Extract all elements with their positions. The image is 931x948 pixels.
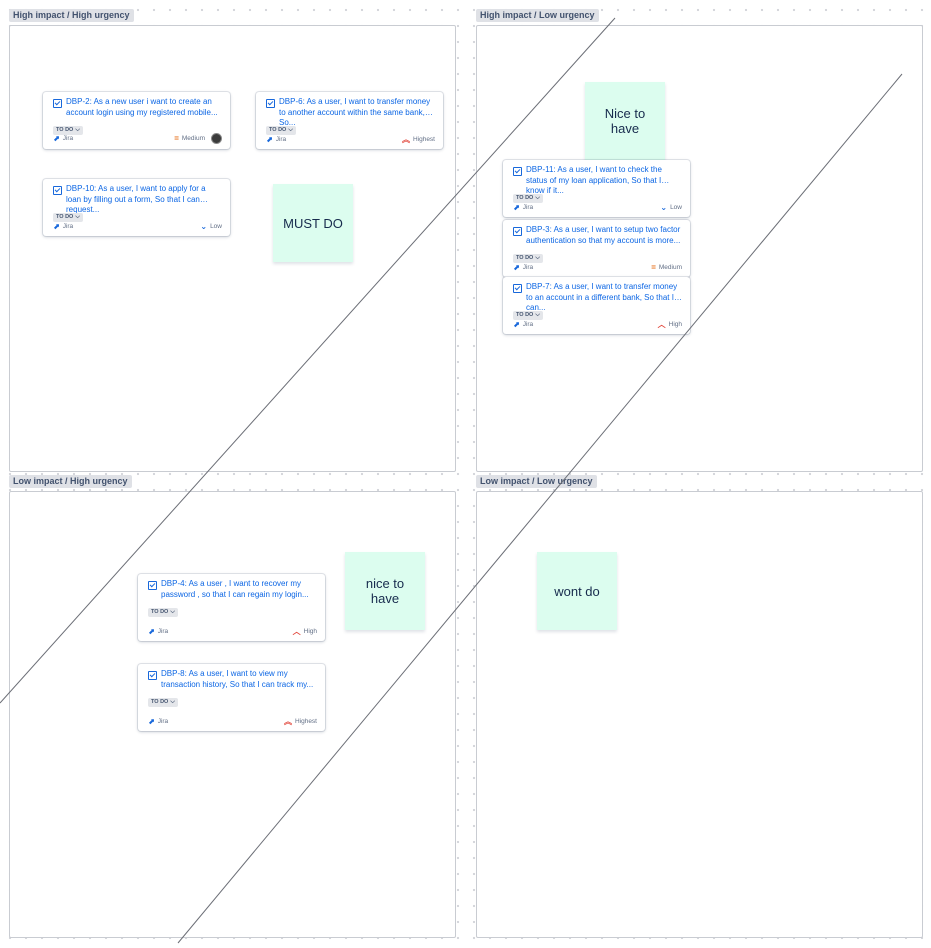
sticky-note[interactable]: Nice to have — [585, 82, 665, 160]
jira-icon: ⬈ — [53, 221, 60, 231]
source-label: Jira — [522, 204, 534, 211]
highest-priority-icon: ︽ — [401, 134, 410, 144]
priority-label: Highest — [412, 136, 435, 143]
card-title[interactable]: DBP-3: As a user, I want to setup two fa… — [526, 225, 681, 245]
chevron-down-icon: ⌵ — [75, 214, 80, 220]
high-priority-icon: ︿ — [292, 626, 301, 636]
source-label: Jira — [62, 223, 74, 230]
jira-icon: ⬈ — [513, 202, 520, 212]
story-checkbox-icon — [148, 671, 157, 680]
jira-card[interactable]: DBP-2: As a new user i want to create an… — [43, 92, 230, 149]
source-label: Jira — [157, 628, 169, 635]
status-dropdown[interactable]: TO DO⌵ — [513, 311, 543, 320]
card-title[interactable]: DBP-2: As a new user i want to create an… — [66, 97, 218, 117]
status-dropdown[interactable]: TO DO⌵ — [148, 608, 178, 617]
medium-priority-icon: = — [651, 262, 656, 272]
highest-priority-icon: ︽ — [283, 716, 292, 726]
status-dropdown[interactable]: TO DO⌵ — [513, 254, 543, 263]
priority-label: Highest — [294, 718, 317, 725]
sticky-note[interactable]: MUST DO — [273, 184, 353, 262]
medium-priority-icon: = — [174, 133, 179, 143]
priority-label: Medium — [658, 264, 682, 271]
avatar[interactable] — [211, 133, 222, 144]
source-label: Jira — [275, 136, 287, 143]
chevron-down-icon: ⌵ — [535, 255, 540, 261]
jira-icon: ⬈ — [148, 716, 155, 726]
low-priority-icon: ⌄ — [200, 221, 208, 231]
jira-card[interactable]: DBP-4: As a user , I want to recover my … — [138, 574, 325, 641]
chevron-down-icon: ⌵ — [535, 312, 540, 318]
status-dropdown[interactable]: TO DO⌵ — [53, 213, 83, 222]
source-label: Jira — [62, 135, 74, 142]
card-title[interactable]: DBP-11: As a user, I want to check the s… — [526, 165, 662, 195]
source-label: Jira — [157, 718, 169, 725]
card-title[interactable]: DBP-7: As a user, I want to transfer mon… — [526, 282, 678, 312]
status-label: TO DO — [516, 255, 534, 261]
jira-icon: ⬈ — [148, 626, 155, 636]
chevron-down-icon: ⌵ — [288, 127, 293, 133]
card-title[interactable]: DBP-4: As a user , I want to recover my … — [161, 579, 309, 599]
frame-label[interactable]: Low impact / High urgency — [9, 475, 132, 488]
story-checkbox-icon — [53, 99, 62, 108]
story-checkbox-icon — [513, 284, 522, 293]
priority-label: Medium — [181, 135, 205, 142]
jira-card[interactable]: DBP-11: As a user, I want to check the s… — [503, 160, 690, 217]
status-label: TO DO — [151, 699, 169, 705]
card-title[interactable]: DBP-10: As a user, I want to apply for a… — [66, 184, 206, 214]
sticky-note[interactable]: nice to have — [345, 552, 425, 630]
story-checkbox-icon — [513, 167, 522, 176]
status-dropdown[interactable]: TO DO⌵ — [266, 126, 296, 135]
jira-card[interactable]: DBP-8: As a user, I want to view my tran… — [138, 664, 325, 731]
frame-label[interactable]: High impact / Low urgency — [476, 9, 599, 22]
status-label: TO DO — [516, 195, 534, 201]
priority-label: High — [303, 628, 317, 635]
low-priority-icon: ⌄ — [660, 202, 668, 212]
story-checkbox-icon — [53, 186, 62, 195]
status-label: TO DO — [151, 609, 169, 615]
status-label: TO DO — [516, 312, 534, 318]
high-priority-icon: ︿ — [657, 319, 666, 329]
story-checkbox-icon — [513, 227, 522, 236]
status-dropdown[interactable]: TO DO⌵ — [148, 698, 178, 707]
story-checkbox-icon — [266, 99, 275, 108]
status-label: TO DO — [269, 127, 287, 133]
sticky-note[interactable]: wont do — [537, 552, 617, 630]
status-label: TO DO — [56, 214, 74, 220]
frame-label[interactable]: Low impact / Low urgency — [476, 475, 597, 488]
chevron-down-icon: ⌵ — [170, 609, 175, 615]
priority-label: Low — [670, 204, 682, 211]
jira-icon: ⬈ — [513, 262, 520, 272]
jira-icon: ⬈ — [53, 133, 60, 143]
story-checkbox-icon — [148, 581, 157, 590]
jira-card[interactable]: DBP-3: As a user, I want to setup two fa… — [503, 220, 690, 277]
jira-card[interactable]: DBP-10: As a user, I want to apply for a… — [43, 179, 230, 236]
jira-card[interactable]: DBP-7: As a user, I want to transfer mon… — [503, 277, 690, 334]
card-title[interactable]: DBP-6: As a user, I want to transfer mon… — [279, 97, 431, 127]
chevron-down-icon: ⌵ — [170, 699, 175, 705]
frame-label[interactable]: High impact / High urgency — [9, 9, 134, 22]
priority-label: Low — [210, 223, 222, 230]
jira-icon: ⬈ — [266, 134, 273, 144]
jira-card[interactable]: DBP-6: As a user, I want to transfer mon… — [256, 92, 443, 149]
source-label: Jira — [522, 264, 534, 271]
status-dropdown[interactable]: TO DO⌵ — [513, 194, 543, 203]
card-title[interactable]: DBP-8: As a user, I want to view my tran… — [161, 669, 314, 689]
jira-icon: ⬈ — [513, 319, 520, 329]
chevron-down-icon: ⌵ — [535, 195, 540, 201]
priority-label: High — [668, 321, 682, 328]
source-label: Jira — [522, 321, 534, 328]
